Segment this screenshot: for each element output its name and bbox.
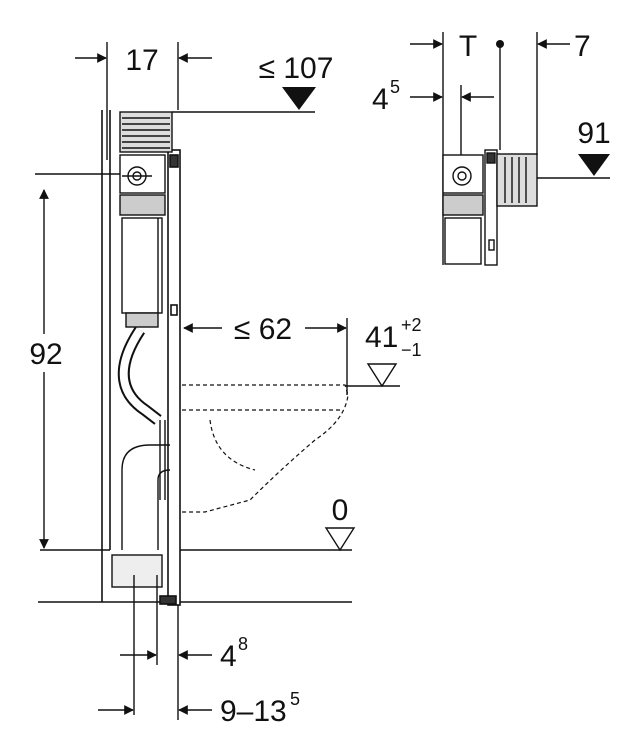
label-detail-gap: 4 [372,83,389,116]
detail-reference-dot [496,40,504,48]
label-detail-gap-sup: 5 [390,77,400,97]
cistern [111,111,173,588]
detail-view [442,149,538,266]
label-top-max: ≤ 107 [259,52,334,85]
dim-pan-projection [183,318,348,395]
detail-height-marker [578,154,610,176]
label-offset-a-sup: 8 [238,634,248,654]
label-detail-t: T [459,30,477,63]
label-offset-b: 9–13 [220,695,287,728]
dim-frame-depth [75,42,212,160]
dim-height [35,173,120,549]
label-seat-height-sub: −1 [401,340,422,360]
label-frame-depth: 17 [125,44,158,77]
dim-detail [410,32,610,179]
label-offset-b-sup: 5 [290,689,300,709]
label-offset-a: 4 [220,640,237,673]
label-seat-height-sup: +2 [401,315,422,335]
dim-top-max [172,87,316,113]
wall-structure [38,110,352,603]
label-detail-right: 7 [574,30,591,63]
mounting-frame [159,149,181,606]
wc-pan-outline [182,384,349,513]
dim-floor-level [324,527,356,552]
label-floor-level: 0 [332,494,349,527]
dim-seat-height [345,363,400,388]
label-seat-height: 41 [365,321,398,354]
label-height: 92 [29,338,62,371]
label-pan-projection: ≤ 62 [234,313,292,346]
label-detail-height: 91 [577,117,610,150]
dim-offset-a [120,575,212,720]
